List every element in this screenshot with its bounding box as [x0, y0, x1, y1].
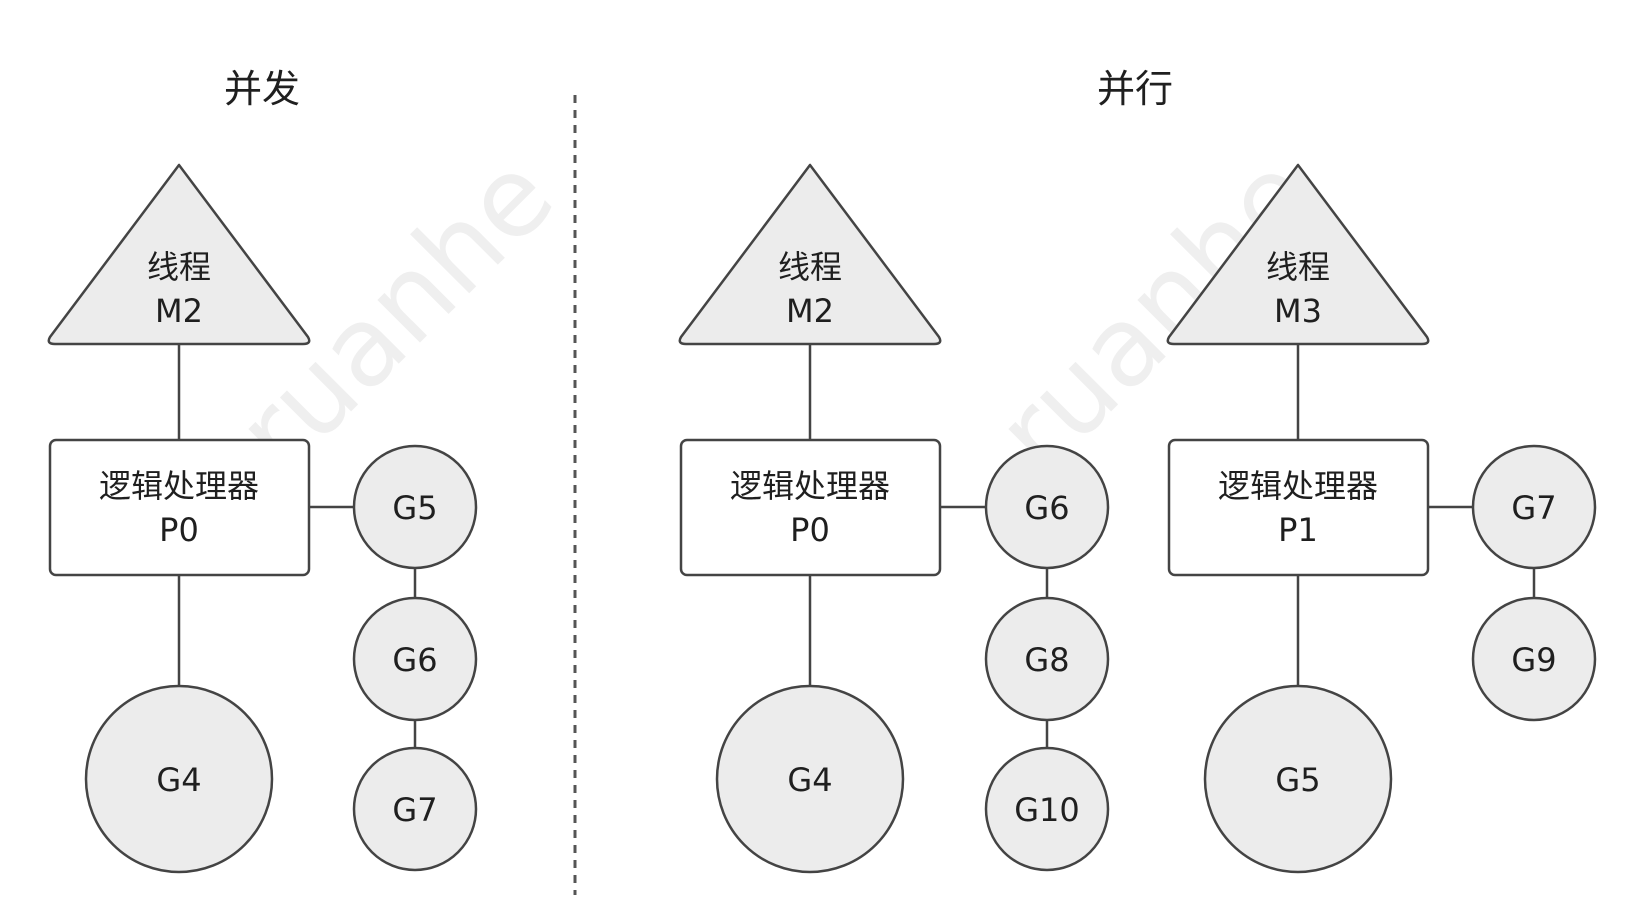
goroutine-g4 — [84, 684, 274, 874]
parallelism-group-p1: 线程 M3 逻辑处理器 P1 G5 G7 G9 — [1166, 163, 1597, 874]
processor-id: P1 — [1278, 511, 1318, 549]
goroutine-g5 — [352, 444, 478, 570]
goroutine-g6 — [984, 444, 1110, 570]
thread-triangle — [1166, 163, 1430, 346]
processor-label: 逻辑处理器 — [99, 467, 259, 505]
goroutine-label: G4 — [156, 761, 201, 799]
goroutine-label: G10 — [1014, 791, 1080, 829]
goroutine-label: G5 — [392, 489, 437, 527]
thread-id: M3 — [1274, 292, 1322, 330]
parallelism-title: 并行 — [1097, 67, 1174, 111]
goroutine-g4 — [715, 684, 905, 874]
goroutine-g5 — [1203, 684, 1393, 874]
thread-triangle — [47, 163, 311, 346]
goroutine-label: G7 — [1511, 489, 1556, 527]
goroutine-label: G4 — [787, 761, 832, 799]
goroutine-label: G6 — [1024, 489, 1069, 527]
processor-id: P0 — [159, 511, 199, 549]
goroutine-label: G7 — [392, 791, 437, 829]
goroutine-label: G5 — [1275, 761, 1320, 799]
goroutine-g9 — [1471, 596, 1597, 722]
goroutine-label: G8 — [1024, 641, 1069, 679]
thread-label: 线程 — [778, 248, 842, 286]
goroutine-g10 — [984, 746, 1110, 872]
thread-label: 线程 — [147, 248, 211, 286]
goroutine-g7 — [352, 746, 478, 872]
thread-id: M2 — [786, 292, 834, 330]
parallelism-group-p0: 线程 M2 逻辑处理器 P0 G4 G6 G8 G10 — [678, 163, 1110, 874]
goroutine-g7 — [1471, 444, 1597, 570]
concurrency-group: 线程 M2 逻辑处理器 P0 G4 G5 G6 G7 — [47, 163, 478, 874]
processor-id: P0 — [790, 511, 830, 549]
processor-box — [48, 438, 311, 577]
goroutine-label: G9 — [1511, 641, 1556, 679]
processor-box — [679, 438, 942, 577]
processor-label: 逻辑处理器 — [1218, 467, 1378, 505]
thread-triangle — [678, 163, 942, 346]
goroutine-label: G6 — [392, 641, 437, 679]
concurrency-title: 并发 — [224, 67, 301, 111]
thread-id: M2 — [155, 292, 203, 330]
processor-box — [1167, 438, 1430, 577]
goroutine-g8 — [984, 596, 1110, 722]
thread-label: 线程 — [1266, 248, 1330, 286]
goroutine-g6 — [352, 596, 478, 722]
processor-label: 逻辑处理器 — [730, 467, 890, 505]
